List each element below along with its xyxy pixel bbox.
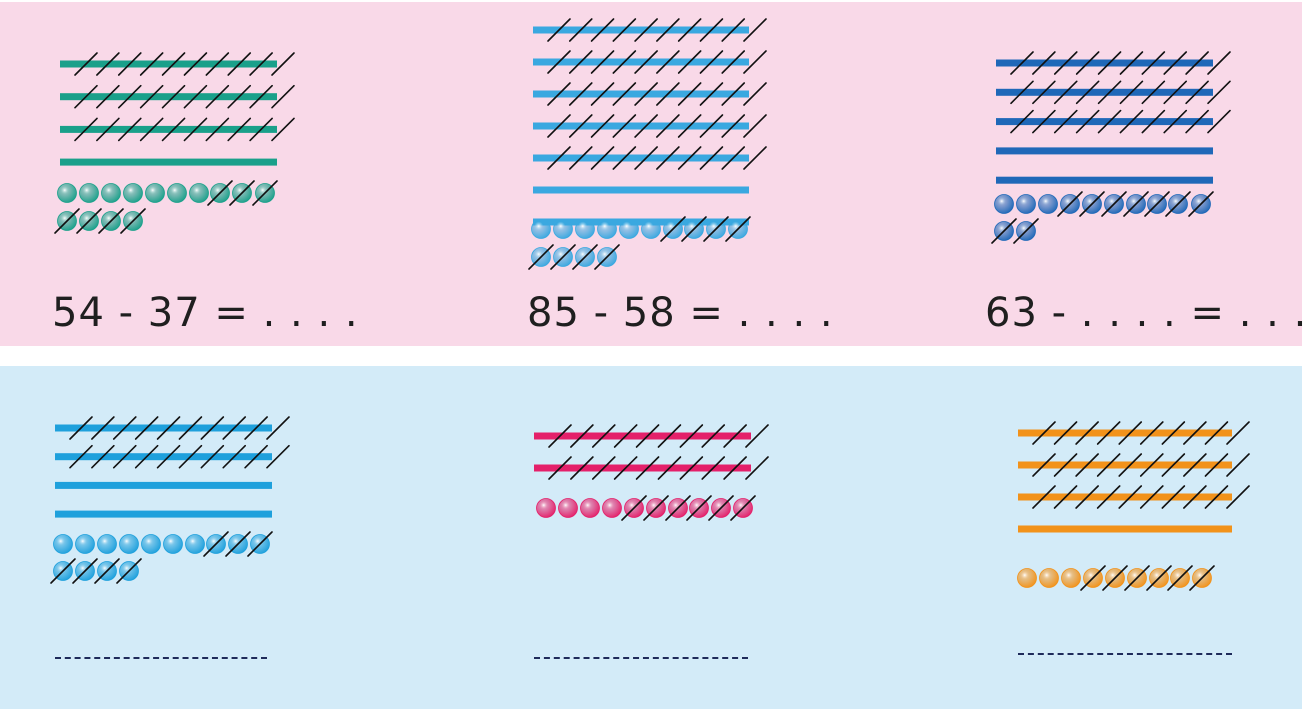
group-6-ten-rod [1018,430,1232,437]
group-4-ten-rod [55,482,272,489]
group-2-one-bead [576,220,595,239]
group-3-one-bead [995,195,1014,214]
group-1-one-bead [102,184,121,203]
group-1-one-bead [124,184,143,203]
group-4-one-bead [76,535,95,554]
group-4-one-bead [186,535,205,554]
group-5-one-bead [603,499,622,518]
group-4-ten-rod [55,511,272,518]
group-1-one-bead [190,184,209,203]
group-2-one-bead [620,220,639,239]
group-2-ten-rod [533,59,749,66]
group-4-ten-rod [55,425,272,432]
group-2-ten-rod [533,155,749,162]
group-6-ten-rod [1018,526,1232,533]
group-2-ten-rod [533,123,749,130]
group-2-one-bead [598,220,617,239]
group-1-one-bead [146,184,165,203]
equation-2: 85 - 58 = . . . . [527,293,834,333]
group-2-one-bead [532,220,551,239]
group-1-one-bead [80,184,99,203]
group-4-one-bead [54,535,73,554]
group-6-one-bead [1040,569,1059,588]
group-1-ten-rod [60,159,277,166]
group-2-ten-rod [533,187,749,194]
group-2-one-bead [554,220,573,239]
group-5-one-bead [537,499,556,518]
answer-line-1[interactable] [55,657,267,659]
group-3-one-bead [1017,195,1036,214]
group-3-ten-rod [996,177,1213,184]
group-5-ten-rod [534,433,751,440]
group-5-one-bead [559,499,578,518]
group-1-ten-rod [60,61,277,68]
group-5-one-bead [581,499,600,518]
group-1-ten-rod [60,126,277,133]
group-4-one-bead [120,535,139,554]
group-2-one-bead [642,220,661,239]
group-1-ten-rod [60,93,277,100]
group-6-one-bead [1062,569,1081,588]
group-6-ten-rod [1018,494,1232,501]
group-6-ten-rod [1018,462,1232,469]
answer-line-2[interactable] [534,657,748,659]
group-6-one-bead [1018,569,1037,588]
equation-1: 54 - 37 = . . . . [52,293,359,333]
group-3-ten-rod [996,60,1213,67]
group-4-one-bead [164,535,183,554]
group-3-one-bead [1039,195,1058,214]
group-2-ten-rod [533,91,749,98]
group-1-one-bead [168,184,187,203]
equation-3: 63 - . . . . = . . . . [985,293,1308,333]
group-3-ten-rod [996,89,1213,96]
group-3-ten-rod [996,147,1213,154]
group-1-one-bead [58,184,77,203]
group-4-one-bead [98,535,117,554]
group-5-ten-rod [534,465,751,472]
group-2-ten-rod [533,27,749,34]
answer-line-3[interactable] [1018,653,1232,655]
group-3-ten-rod [996,118,1213,125]
group-4-one-bead [142,535,161,554]
group-4-ten-rod [55,453,272,460]
